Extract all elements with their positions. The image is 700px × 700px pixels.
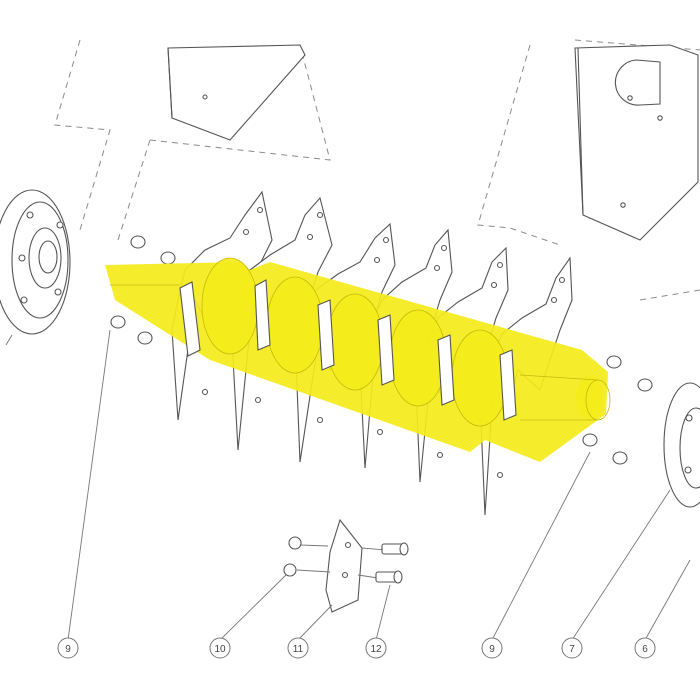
callout-label: 12: [370, 644, 382, 655]
housing-plate-left: [167, 44, 306, 141]
nuts-right: [582, 355, 653, 465]
bearing-flange-left: [0, 189, 71, 335]
callout-label: 10: [214, 644, 226, 655]
callout-label: 11: [293, 644, 304, 655]
housing-plate-right: [574, 44, 699, 241]
callout-label: 9: [489, 644, 495, 655]
bearing-flange-right: [663, 382, 700, 508]
callout-9-left: 9: [57, 637, 79, 659]
blade-kit-exploded: [283, 518, 409, 613]
nuts-left: [110, 235, 176, 345]
callout-10: 10: [209, 637, 231, 659]
blade-bolt-holes: [201, 206, 566, 479]
callout-9-right: 9: [481, 637, 503, 659]
callout-11: 11: [287, 637, 309, 659]
leader-lines: [5, 329, 691, 641]
callout-label: 9: [65, 644, 71, 655]
blade-clamp-plates: [179, 279, 517, 421]
callout-6: 6: [634, 637, 656, 659]
callout-label: 7: [569, 644, 575, 655]
callout-7: 7: [561, 637, 583, 659]
callout-12: 12: [365, 637, 387, 659]
callout-label: 6: [642, 644, 648, 655]
